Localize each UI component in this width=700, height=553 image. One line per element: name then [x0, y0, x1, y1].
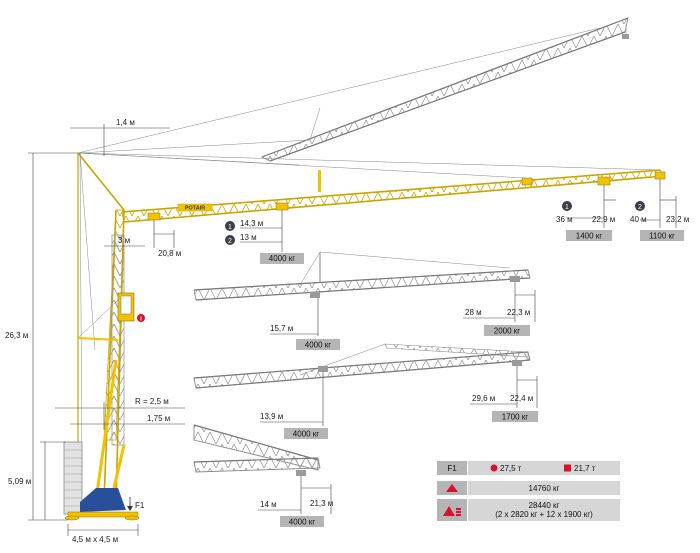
spec-table: F1 27,5 т 21,7 т 14760 кг 28440 кг (2 x … [437, 461, 620, 521]
tip1-load-label: 1400 кг [576, 232, 603, 241]
table-row1-val2: 21,7 т [574, 464, 596, 473]
config1-tip-load-box [484, 325, 530, 336]
raised-jib [77, 17, 629, 162]
tip1-height-label: 22,9 м [592, 215, 615, 224]
tip1-load-box [566, 230, 612, 241]
table-row2-val: 14760 кг [529, 484, 560, 493]
config2-inner-load-label: 4000 кг [293, 430, 320, 439]
config3-inner-dist-label: 14 м [260, 500, 277, 509]
config1-tip-load-label: 2000 кг [494, 327, 521, 336]
config-3-jib [193, 424, 321, 476]
dimension-labels: 1,4 м 26,3 м 3 м 20,8 м R = 2,5 м 1,75 м… [5, 118, 689, 544]
weight-icon [446, 484, 458, 492]
arm-offset-label: 3 м [118, 236, 130, 245]
config1-tip-height-label: 22,3 м [507, 308, 530, 317]
brand-label: POTAIR [185, 206, 205, 212]
inner-dist-1-label: 14,3 м [240, 219, 263, 228]
badge-2-label: 2 [228, 238, 232, 245]
inner-load-box [260, 253, 304, 264]
config3-inner-load-box [280, 516, 324, 527]
tip1-badge [562, 201, 572, 211]
dimension-lines [28, 124, 677, 536]
tail-radius-label: 1,75 м [147, 414, 170, 423]
tip2-badge [635, 201, 645, 211]
svg-text:i: i [140, 317, 142, 323]
tip1-dist-label: 36 м [556, 215, 573, 224]
config3-inner-load-label: 4000 кг [289, 518, 316, 527]
config2-inner-dist-label: 13,9 м [260, 412, 283, 421]
table-row1-label: F1 [447, 464, 457, 473]
config-1-jib [193, 251, 531, 301]
total-height-label: 26,3 м [5, 331, 28, 340]
tip2-height-label: 23,2 м [666, 215, 689, 224]
config2-inner-load-box [284, 428, 328, 439]
radius-label: R = 2,5 м [135, 397, 169, 406]
config1-inner-dist-label: 15,7 м [270, 324, 293, 333]
inner-load-label: 4000 кг [269, 254, 296, 263]
config-2-jib [193, 343, 531, 389]
force-label: F1 [135, 501, 145, 510]
config3-inner-height-label: 21,3 м [310, 499, 333, 508]
table-row3-val2: (2 x 2820 кг + 12 x 1900 кг) [495, 510, 593, 519]
config2-tip-height-label: 22,4 м [510, 394, 533, 403]
table-row3-val1: 28440 кг [529, 501, 560, 510]
tip2-badge-label: 2 [638, 204, 642, 211]
config2-tip-load-label: 1700 кг [502, 413, 529, 422]
config1-inner-load-box [296, 339, 340, 350]
config1-tip-dist-label: 28 м [465, 308, 482, 317]
tip2-load-label: 1100 кг [649, 232, 675, 241]
tail-hook-height-label: 20,8 м [158, 249, 181, 258]
top-offset-label: 1,4 м [116, 118, 135, 127]
inner-dist-2-label: 13 м [240, 233, 257, 242]
red-square-icon [564, 464, 571, 472]
config2-tip-load-box [492, 411, 538, 422]
config1-inner-load-label: 4000 кг [305, 341, 332, 350]
tip2-load-box [640, 230, 684, 241]
badge-1 [225, 221, 235, 231]
red-circle-icon [490, 464, 498, 472]
badge-1-label: 1 [228, 224, 232, 231]
table-row1-val1: 27,5 т [500, 464, 522, 473]
main-crane: POTAIR i [63, 152, 666, 521]
base-height-label: 5,09 м [8, 477, 31, 486]
config2-tip-dist-label: 29,6 м [472, 394, 495, 403]
ballast-icon [443, 506, 461, 516]
base-size-label: 4,5 м x 4,5 м [72, 535, 118, 544]
tip2-dist-label: 40 м [630, 215, 647, 224]
tip1-badge-label: 1 [565, 204, 569, 211]
badge-2 [225, 235, 235, 245]
